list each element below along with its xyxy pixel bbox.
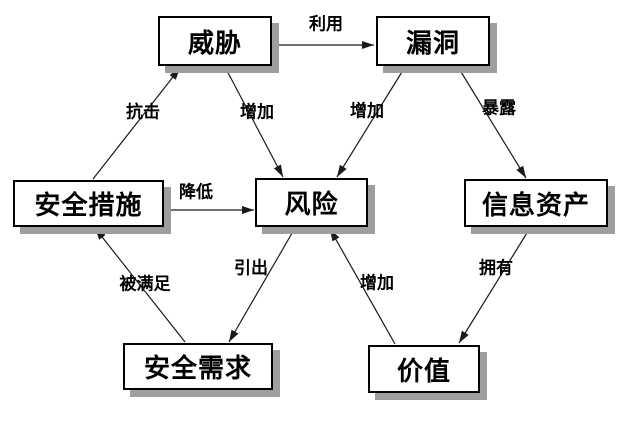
node-threat: 威胁 — [158, 16, 272, 66]
edge-label-satisfied-by: 被满足 — [119, 274, 171, 294]
node-information-assets-label: 信息资产 — [481, 189, 590, 220]
edge-vulnerability-risk — [336, 66, 406, 178]
node-information-assets: 信息资产 — [464, 179, 608, 227]
edge-label-exploit: 利用 — [309, 14, 343, 34]
node-threat-label: 威胁 — [187, 27, 242, 58]
node-value-label: 价值 — [396, 355, 451, 386]
edge-label-own: 拥有 — [479, 258, 513, 278]
edge-threat-risk — [224, 66, 284, 178]
edge-risk-security-requirements — [228, 227, 296, 343]
node-security-requirements-label: 安全需求 — [143, 353, 252, 383]
edge-label-increase-from-value: 增加 — [360, 273, 394, 293]
node-value: 价值 — [368, 345, 480, 393]
edge-label-increase-from-vulnerability: 增加 — [350, 101, 384, 121]
node-security-requirements: 安全需求 — [123, 343, 273, 390]
edge-label-expose: 暴露 — [482, 98, 516, 118]
node-security-measures: 安全措施 — [13, 180, 164, 227]
edge-vulnerability-information-assets — [457, 66, 527, 179]
edge-security-measures-threat — [92, 67, 181, 180]
edge-label-lead-to: 引出 — [234, 258, 268, 278]
node-vulnerability-label: 漏洞 — [405, 27, 460, 58]
node-risk: 风险 — [255, 178, 368, 227]
node-security-measures-label: 安全措施 — [34, 190, 143, 220]
edge-security-requirements-security-measures — [94, 227, 186, 343]
edge-information-assets-value — [458, 227, 531, 344]
edge-label-reduce: 降低 — [179, 182, 213, 202]
edge-value-risk — [329, 228, 396, 345]
node-vulnerability: 漏洞 — [376, 16, 490, 66]
edge-label-resist: 抗击 — [126, 102, 160, 122]
node-risk-label: 风险 — [284, 189, 339, 219]
edge-label-increase-from-threat: 增加 — [240, 102, 274, 122]
